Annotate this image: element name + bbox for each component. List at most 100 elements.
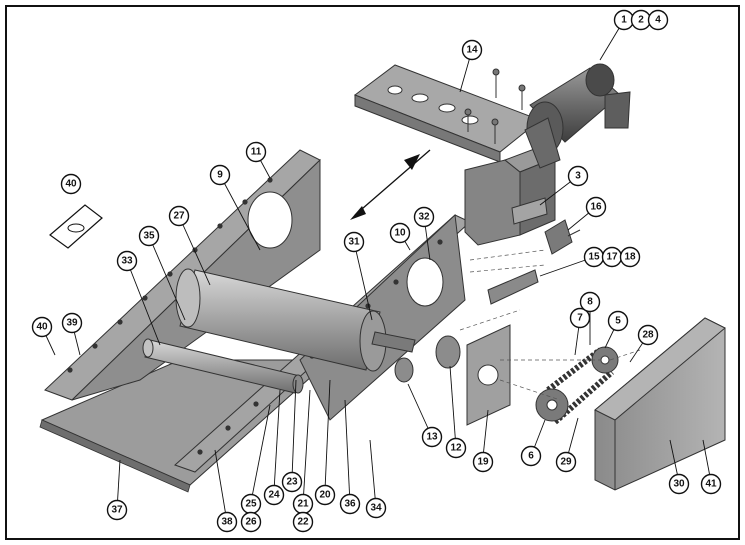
callout-39: 39 — [61, 312, 83, 334]
callout-32: 32 — [413, 206, 435, 228]
svg-text:35: 35 — [143, 231, 155, 242]
svg-text:6: 6 — [528, 451, 534, 462]
svg-text:34: 34 — [370, 503, 382, 514]
callout-8: 8 — [579, 291, 601, 313]
callout-16: 16 — [585, 196, 607, 218]
svg-text:29: 29 — [560, 457, 572, 468]
callout-40-tag: 40 — [60, 173, 82, 195]
svg-text:22: 22 — [297, 517, 309, 528]
callout-11: 11 — [245, 141, 267, 163]
drum-roller-part — [175, 268, 416, 372]
callout-21: 21 — [292, 493, 314, 515]
callout-18: 18 — [619, 246, 641, 268]
callout-30: 30 — [668, 473, 690, 495]
callout-12: 12 — [445, 437, 467, 459]
svg-text:28: 28 — [642, 330, 654, 341]
direction-arrow — [350, 149, 431, 220]
svg-text:24: 24 — [268, 490, 280, 501]
callout-34: 34 — [365, 497, 387, 519]
svg-text:5: 5 — [615, 316, 621, 327]
callout-25: 25 — [240, 493, 262, 515]
svg-text:30: 30 — [673, 479, 685, 490]
svg-text:21: 21 — [297, 499, 309, 510]
callout-2: 2 — [630, 9, 652, 31]
svg-text:25: 25 — [245, 499, 257, 510]
callout-36: 36 — [339, 493, 361, 515]
svg-text:31: 31 — [348, 237, 360, 248]
top-plate-part — [353, 64, 541, 163]
bracket-16-part — [544, 219, 581, 255]
svg-text:41: 41 — [705, 479, 717, 490]
svg-text:8: 8 — [587, 297, 593, 308]
svg-text:18: 18 — [624, 252, 636, 263]
callout-31: 31 — [343, 231, 365, 253]
bearing-plate-part — [466, 324, 511, 426]
svg-text:32: 32 — [418, 212, 430, 223]
svg-text:33: 33 — [121, 256, 133, 267]
svg-text:27: 27 — [173, 211, 185, 222]
callout-20: 20 — [314, 484, 336, 506]
svg-text:38: 38 — [221, 517, 233, 528]
svg-text:11: 11 — [251, 147, 262, 158]
chain-guard-part — [594, 317, 726, 491]
svg-text:7: 7 — [577, 313, 583, 324]
svg-text:16: 16 — [590, 202, 602, 213]
callout-26: 26 — [240, 511, 262, 533]
svg-text:17: 17 — [606, 252, 618, 263]
callout-27: 27 — [168, 205, 190, 227]
callout-10: 10 — [389, 222, 411, 244]
svg-text:15: 15 — [588, 252, 600, 263]
exploded-hardware-lines — [459, 249, 641, 401]
svg-text:26: 26 — [245, 517, 257, 528]
callout-41: 41 — [700, 473, 722, 495]
callout-40-fastener: 40 — [31, 316, 53, 338]
callout-4: 4 — [647, 9, 669, 31]
motor-part — [524, 63, 631, 169]
callout-6: 6 — [520, 445, 542, 467]
callout-14: 14 — [461, 39, 483, 61]
svg-text:19: 19 — [477, 457, 489, 468]
callout-23: 23 — [281, 471, 303, 493]
takeup-plate-part — [487, 269, 539, 305]
callout-15: 15 — [583, 246, 605, 268]
callout-5: 5 — [607, 310, 629, 332]
svg-text:10: 10 — [394, 228, 406, 239]
callout-38: 38 — [216, 511, 238, 533]
border-frame — [5, 5, 740, 540]
callout-33: 33 — [116, 250, 138, 272]
callout-19: 19 — [472, 451, 494, 473]
callout-37: 37 — [106, 499, 128, 521]
svg-text:4: 4 — [655, 15, 661, 26]
mounting-bolts-part — [464, 68, 526, 144]
callout-13: 13 — [421, 426, 443, 448]
callout-7: 7 — [569, 307, 591, 329]
callout-24: 24 — [263, 484, 285, 506]
svg-text:3: 3 — [575, 171, 581, 182]
svg-text:12: 12 — [450, 443, 462, 454]
svg-text:40: 40 — [36, 322, 48, 333]
callout-28: 28 — [637, 324, 659, 346]
svg-text:13: 13 — [426, 432, 438, 443]
label-tag-part — [49, 204, 103, 249]
svg-text:20: 20 — [319, 490, 331, 501]
callout-9: 9 — [209, 164, 231, 186]
svg-text:14: 14 — [466, 45, 478, 56]
svg-text:9: 9 — [217, 170, 223, 181]
chain-sprocket-part — [535, 346, 619, 425]
callout-29: 29 — [555, 451, 577, 473]
callout-22: 22 — [292, 511, 314, 533]
callout-3: 3 — [567, 165, 589, 187]
svg-text:37: 37 — [111, 505, 123, 516]
svg-text:39: 39 — [66, 318, 78, 329]
callout-17: 17 — [601, 246, 623, 268]
svg-text:23: 23 — [286, 477, 298, 488]
flange-bearing-part — [394, 335, 461, 383]
svg-text:1: 1 — [621, 15, 627, 26]
callout-1: 1 — [613, 9, 635, 31]
callout-35: 35 — [138, 225, 160, 247]
svg-text:36: 36 — [344, 499, 356, 510]
svg-text:2: 2 — [638, 15, 644, 26]
svg-text:40: 40 — [65, 179, 77, 190]
